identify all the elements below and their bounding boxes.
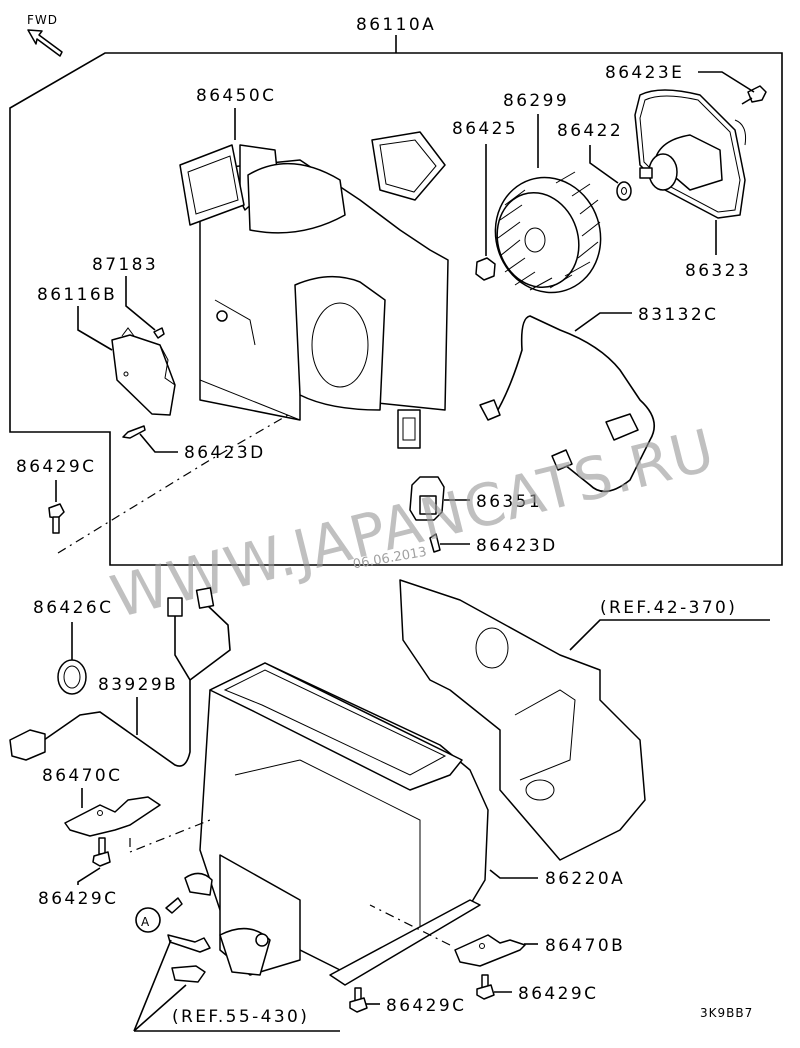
part-label-83132C: 83132C: [638, 305, 718, 325]
screw-icon: [122, 425, 146, 439]
wire-harness: [9, 587, 231, 767]
blower-motor: [634, 89, 746, 219]
actuator: [111, 327, 176, 416]
part-label-86423E: 86423E: [605, 63, 684, 83]
bolt-icon: [476, 974, 495, 1000]
forward-arrow-icon: [27, 29, 63, 57]
callout-a-label: A: [141, 915, 150, 929]
screw-icon: [741, 85, 767, 105]
part-label-86470C: 86470C: [42, 766, 122, 786]
part-label-86429C-lower-left: 86429C: [38, 889, 118, 909]
part-label-86450C: 86450C: [196, 86, 276, 106]
part-label-86323: 86323: [685, 261, 751, 281]
part-label-86299: 86299: [503, 91, 569, 111]
part-label-87183: 87183: [92, 255, 158, 275]
part-label-86429C-upper: 86429C: [16, 457, 96, 477]
blower-fan: [494, 171, 602, 294]
wire-harness: [479, 315, 656, 493]
bracket: [454, 934, 526, 967]
part-label-86423D-lower: 86423D: [476, 536, 558, 556]
part-label-86429C-bottom-center: 86429C: [386, 996, 466, 1016]
screw-icon: [153, 327, 165, 339]
bolt-icon: [48, 503, 65, 534]
part-label-86429C-bottom-right: 86429C: [518, 984, 598, 1004]
part-label-86116B: 86116B: [37, 285, 117, 305]
washer-icon: [616, 181, 632, 201]
blower-case: [179, 131, 449, 449]
assembly-label: 86110A: [356, 15, 436, 35]
bracket: [64, 796, 161, 837]
bolt-icon: [349, 987, 368, 1013]
reference-label-55-430: (REF.55-430): [172, 1007, 309, 1027]
callout-a: [135, 897, 183, 933]
assembly-frame: [9, 35, 783, 566]
reference-label-42-370: (REF.42-370): [600, 598, 737, 618]
resistor: [409, 476, 445, 521]
hose-fittings: [133, 934, 340, 1032]
part-label-86422: 86422: [557, 121, 623, 141]
orientation-label: FWD: [27, 13, 58, 27]
part-label-86470B: 86470B: [545, 936, 625, 956]
part-label-86426C: 86426C: [33, 598, 113, 618]
instrument-panel-reference: [399, 579, 646, 861]
grommet-icon: [57, 659, 87, 695]
part-label-86425: 86425: [452, 119, 518, 139]
part-label-83929B: 83929B: [98, 675, 178, 695]
screw-icon: [429, 533, 441, 553]
drawing-code: 3K9BB7: [700, 1006, 753, 1020]
nut-icon: [475, 257, 496, 281]
part-label-86220A: 86220A: [545, 869, 625, 889]
part-label-86351: 86351: [476, 492, 542, 512]
heater-unit: [184, 662, 489, 986]
part-label-86423D-left: 86423D: [184, 443, 266, 463]
bolt-icon: [92, 837, 111, 867]
